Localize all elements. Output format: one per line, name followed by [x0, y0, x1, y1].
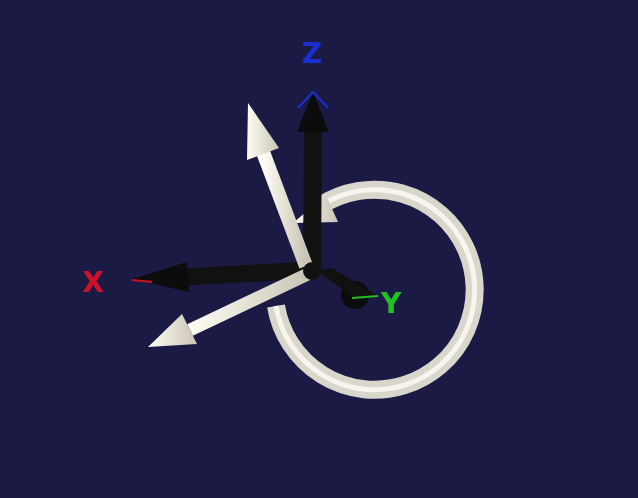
vector-arrowhead — [148, 314, 197, 347]
z-axis-head — [297, 92, 329, 132]
x-axis-tick — [132, 280, 152, 282]
vector-arrow — [263, 152, 306, 266]
label-holder: Y — [381, 290, 401, 318]
vector-arrowhead — [247, 103, 279, 160]
z-axis-tick — [298, 92, 328, 108]
x-axis-head — [132, 262, 189, 292]
vector-arrow — [190, 274, 308, 330]
y-axis-tick — [352, 296, 378, 298]
origin — [303, 262, 321, 280]
label-holder: Z — [302, 40, 322, 68]
axis-label: Z — [302, 37, 322, 70]
z-axis — [312, 130, 313, 268]
label-holder: X — [82, 269, 104, 297]
axis-label: Y — [381, 287, 401, 320]
y-axis — [315, 268, 378, 300]
axis-label: X — [82, 266, 104, 299]
